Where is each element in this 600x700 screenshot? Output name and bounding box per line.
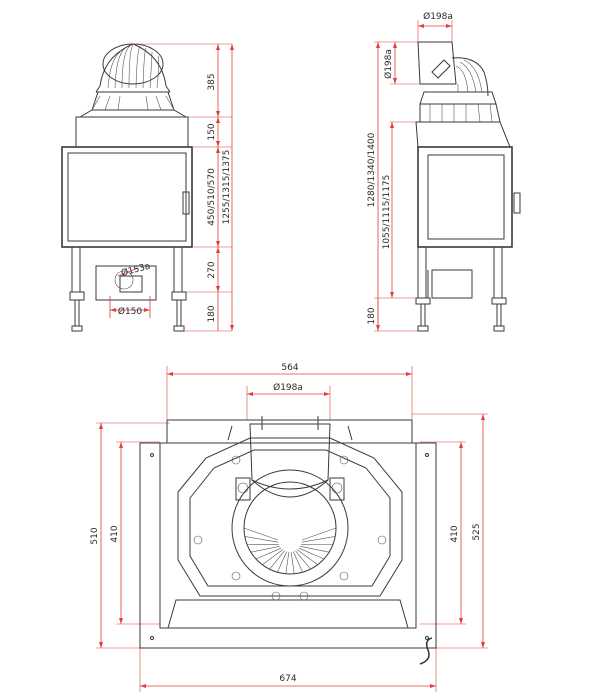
- side-dim-total: 1280/1340/1400: [367, 132, 377, 207]
- front-dim-270: 270: [207, 261, 217, 278]
- front-dim-385: 385: [207, 73, 217, 90]
- plan-dim-410-right: 410: [450, 525, 460, 542]
- plan-view: 564 Ø198a 510 410 410 525 674: [90, 363, 488, 692]
- front-dim-450: 450/510/570: [207, 168, 217, 226]
- front-base: [69, 247, 187, 332]
- front-upper-body: [75, 116, 189, 148]
- side-dim-180: 180: [367, 307, 377, 324]
- front-door-glass: [67, 152, 187, 242]
- side-body: [417, 146, 513, 248]
- grate-spoke: [295, 550, 311, 570]
- front-dim-180: 180: [207, 305, 217, 322]
- front-dim-total: 1255/1315/1375: [222, 150, 232, 225]
- grate-spoke: [277, 551, 287, 573]
- side-base: [415, 247, 507, 332]
- side-dome: [417, 41, 501, 123]
- front-dimensions: [109, 43, 234, 332]
- grate-spoke: [285, 551, 290, 574]
- front-dome: [79, 43, 187, 118]
- plan-dim-525: 525: [472, 523, 482, 540]
- plan-firebox: [159, 442, 417, 629]
- plan-grate: [177, 416, 403, 601]
- plan-cable: [419, 637, 433, 665]
- grate-spoke: [290, 551, 295, 574]
- plan-dim-674: 674: [279, 674, 296, 684]
- plan-dim-510: 510: [90, 527, 100, 544]
- grate-spoke: [301, 536, 336, 543]
- plan-dimensions: [96, 366, 488, 692]
- plan-dim-410-left: 410: [110, 525, 120, 542]
- grate-spoke: [301, 527, 337, 541]
- grate-spoke: [255, 547, 282, 560]
- front-view: 385 150 450/510/570 270 180 1255/1315/13…: [61, 43, 234, 332]
- grate-spoke: [250, 546, 280, 553]
- grate-spoke: [297, 549, 318, 565]
- side-door-glass: [427, 154, 505, 240]
- side-dim-door: 1055/1115/1175: [382, 175, 392, 250]
- side-upper-body: [415, 121, 511, 148]
- plan-dim-564: 564: [281, 363, 298, 373]
- front-dim-150: 150: [207, 123, 217, 140]
- side-dim-d198-top: Ø198a: [423, 11, 453, 22]
- side-door-handle: [513, 192, 521, 214]
- grate-spoke: [300, 546, 330, 553]
- front-dim-d150: Ø150: [118, 306, 143, 317]
- side-dimensions: [374, 20, 453, 332]
- grate-spoke: [262, 549, 283, 565]
- side-view: Ø198a Ø198a 1280/1340/1400 1055/1115/117…: [367, 11, 521, 332]
- grate-spoke: [293, 551, 303, 573]
- grate-spoke: [244, 536, 279, 543]
- front-door-frame: [61, 146, 193, 248]
- grate-spoke: [298, 547, 325, 560]
- grate-spoke: [269, 550, 285, 570]
- grate-spoke: [243, 527, 279, 541]
- front-door-handle: [182, 191, 190, 215]
- side-dim-d198-side: Ø198a: [383, 49, 394, 79]
- plan-dim-d198: Ø198a: [273, 382, 303, 393]
